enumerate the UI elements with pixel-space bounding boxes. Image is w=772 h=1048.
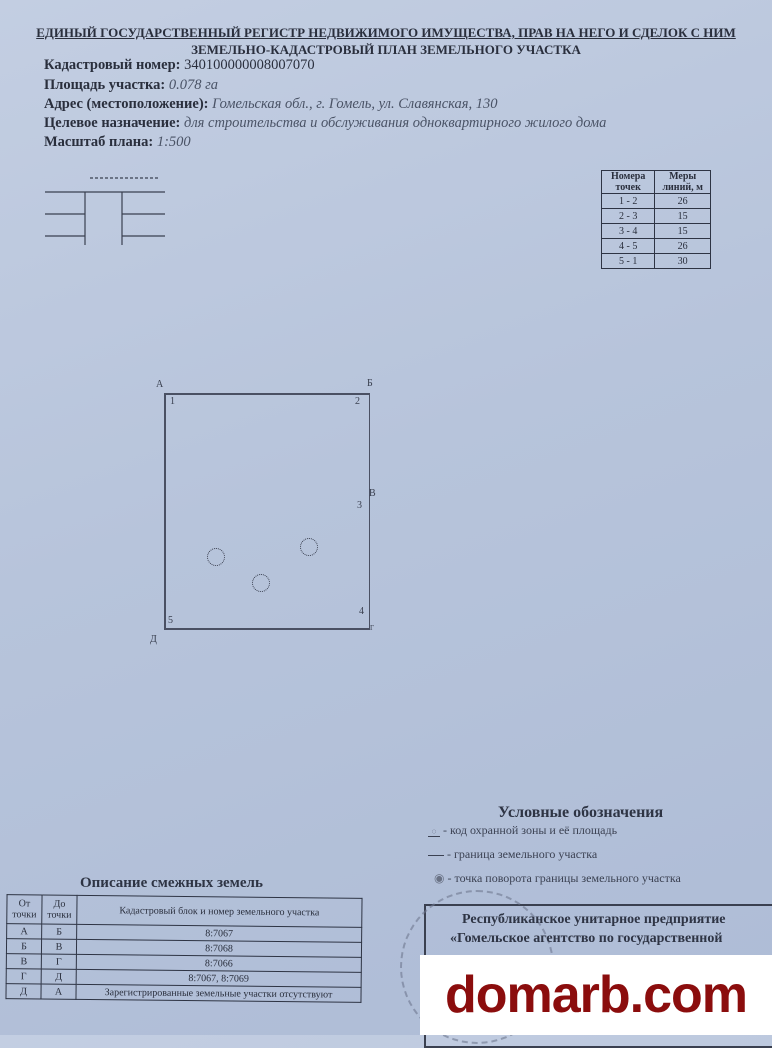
point-5: 5 — [168, 615, 173, 626]
point-3: 3 — [357, 500, 362, 511]
cadastral-number: Кадастровый номер: 340100000008007070 — [44, 57, 315, 73]
protection-zone-icon — [207, 548, 225, 566]
corner-b: Б — [367, 378, 373, 389]
header-measures: Меры линий, м — [654, 170, 711, 194]
agency-line-1: Республиканское унитарное предприятие — [462, 912, 726, 927]
watermark-logo: domarb.com — [420, 955, 772, 1035]
purpose: Целевое назначение: для строительства и … — [44, 115, 607, 131]
address: Адрес (местоположение): Гомельская обл.,… — [44, 96, 498, 112]
registry-header: ЕДИНЫЙ ГОСУДАРСТВЕННЫЙ РЕГИСТР НЕДВИЖИМО… — [36, 25, 736, 40]
area: Площадь участка: 0.078 га — [44, 77, 219, 93]
header-points: Номера точек — [600, 170, 656, 194]
corner-v: В — [369, 488, 376, 499]
corner-g: Г — [370, 624, 375, 632]
location-sketch — [45, 177, 165, 245]
corner-a: А — [156, 379, 164, 390]
adjacent-lands-title: Описание смежных земель — [80, 875, 263, 891]
land-plot-boundary — [164, 393, 370, 630]
legend-item-point: ◉ - точка поворота границы земельного уч… — [434, 871, 681, 885]
legend-title: Условные обозначения — [498, 804, 664, 821]
scale: Масштаб плана: 1:500 — [44, 134, 191, 150]
legend-item-boundary: - граница земельного участка — [428, 847, 597, 862]
protection-zone-icon: ◌ — [428, 827, 440, 837]
corner-d: Д — [150, 634, 157, 645]
protection-zone-icon — [252, 574, 270, 592]
boundary-line-icon — [428, 854, 444, 856]
legend-item-zone: ◌ - код охранной зоны и её площадь — [428, 823, 617, 838]
agency-line-2: «Гомельское агентство по государственной — [450, 931, 723, 946]
turning-point-icon: ◉ — [434, 871, 445, 885]
point-2: 2 — [355, 396, 360, 407]
document-title: ЗЕМЕЛЬНО-КАДАСТРОВЫЙ ПЛАН ЗЕМЕЛЬНОГО УЧА… — [191, 42, 581, 57]
protection-zone-icon — [300, 538, 318, 556]
point-4: 4 — [359, 606, 364, 617]
point-1: 1 — [170, 396, 175, 407]
